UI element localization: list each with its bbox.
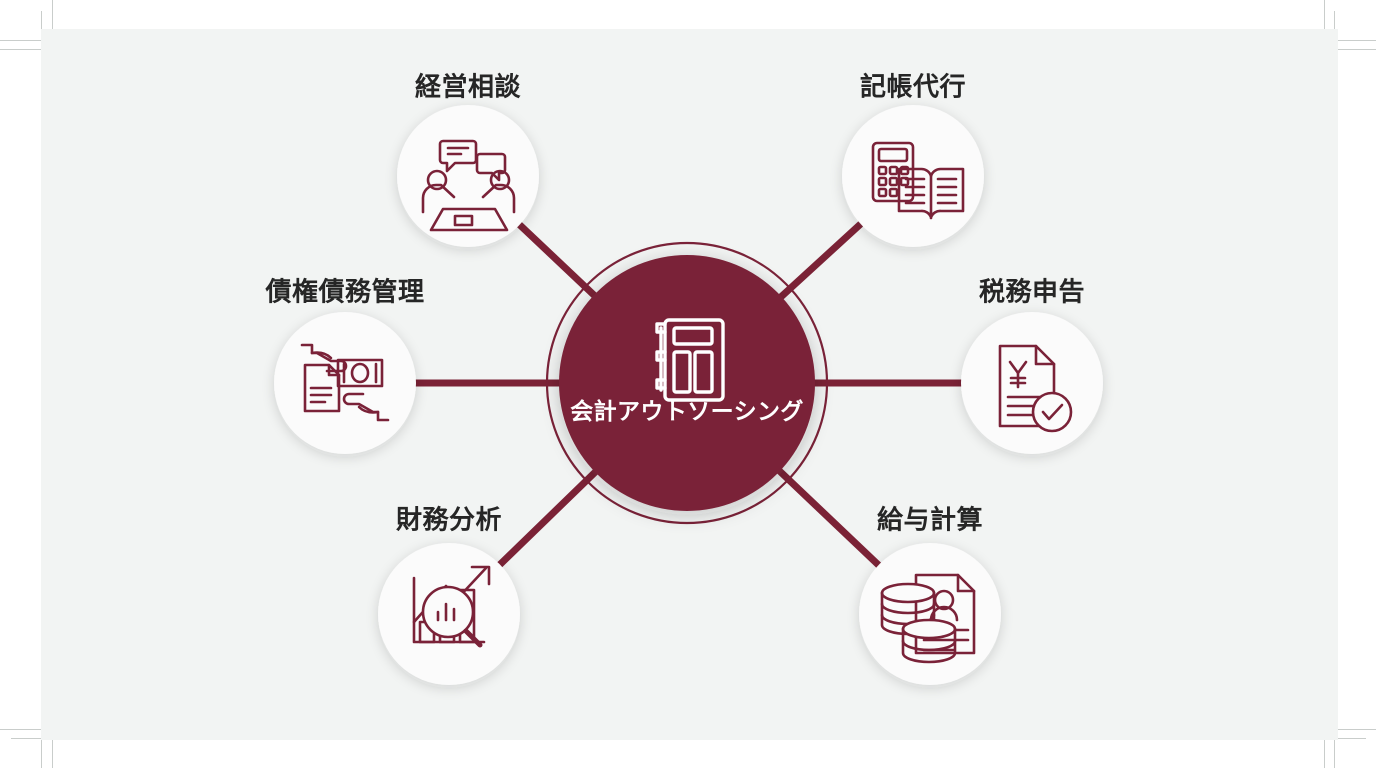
node-saiken-saimu-kanri[interactable]: [274, 312, 416, 454]
node-label-keiei-sodan: 経営相談: [414, 71, 522, 102]
node-keiei-sodan[interactable]: [397, 105, 539, 247]
node-label-kicho-daiko: 記帳代行: [859, 71, 967, 102]
node-kicho-daiko[interactable]: [842, 105, 984, 247]
node-kyuyo-keisan[interactable]: [859, 543, 1001, 685]
hub-outer-ring: [545, 241, 829, 525]
node-circle-keiei-sodan: [397, 105, 539, 247]
hub-circle: [559, 255, 815, 511]
coins-payroll-document-icon: [880, 573, 976, 664]
growth-chart-magnifier-icon: [412, 565, 491, 648]
ledger-book-icon: [655, 318, 725, 402]
node-zeimu-shinkoku[interactable]: [961, 312, 1103, 454]
node-circle-kyuyo-keisan: [859, 543, 1001, 685]
calculator-book-icon: [871, 141, 965, 220]
node-zaimu-bunseki[interactable]: [378, 543, 520, 685]
node-label-zeimu-shinkoku: 税務申告: [978, 276, 1086, 307]
node-label-kyuyo-keisan: 給与計算: [876, 504, 984, 535]
node-circle-zeimu-shinkoku: [961, 312, 1103, 454]
hub-label: 会計アウトソーシング: [570, 398, 804, 424]
hub-node[interactable]: [545, 241, 829, 525]
hands-cash-invoice-icon: [300, 343, 390, 422]
consultation-meeting-icon: [421, 139, 516, 232]
node-label-zaimu-bunseki: 財務分析: [395, 504, 503, 535]
node-circle-saiken-saimu-kanri: [274, 312, 416, 454]
yen-document-check-icon: [998, 344, 1073, 433]
node-label-saiken-saimu-kanri: 債権債務管理: [265, 276, 425, 307]
